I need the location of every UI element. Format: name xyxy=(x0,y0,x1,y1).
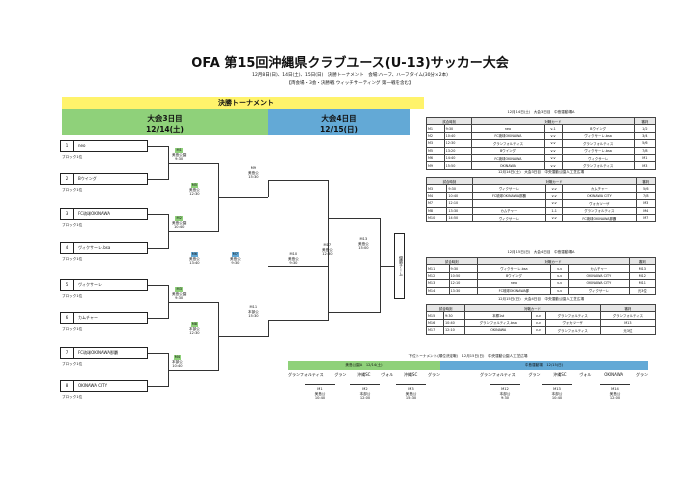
team-block: ブロック1位 xyxy=(62,294,83,298)
bracket-banner: 決勝トーナメント xyxy=(62,97,424,109)
day4-label: 大会4日目 xyxy=(321,114,357,123)
team-block: ブロック1位 xyxy=(62,257,83,261)
schedule-caption: 12月15日(日) 大会4日目 中央運動公園人工芝広場 xyxy=(497,297,585,301)
lower-right-header: 中島運動場 12/15(日) xyxy=(440,361,648,370)
day3-date: 12/14(土) xyxy=(146,125,184,134)
page-subtitle: 12月8日(日)、14日(土)、15日(日) 決勝トーナメント 会場:ハーフ、ハ… xyxy=(252,73,448,78)
team-block: ブロック1位 xyxy=(62,188,83,192)
lower-left-header: 美島公園A 12/14(土) xyxy=(288,361,440,370)
schedule-caption: 12月15日(日) 大会4日目 中島運動場A xyxy=(507,250,575,254)
team-block: ブロック1位 xyxy=(62,327,83,331)
page-note: 【両会場・3会・決勝戦 ウィッチサーティング 第一戦を含む】 xyxy=(286,81,414,86)
team-block: ブロック1位 xyxy=(62,223,83,227)
schedule-caption: 12月14日(土) 大会3日目 中央運動公園人工芝広場 xyxy=(497,170,585,174)
champion-box: 優勝チーム xyxy=(394,233,405,299)
team-block: ブロック1位 xyxy=(62,395,83,399)
page-title: OFA 第15回沖縄県クラブユース(U-13)サッカー大会 xyxy=(191,56,509,71)
day4-date: 12/15(日) xyxy=(320,125,358,134)
team-block: ブロック1位 xyxy=(62,155,83,159)
day4-header: 大会4日目 12/15(日) xyxy=(268,109,410,135)
day3-label: 大会3日目 xyxy=(147,114,183,123)
day3-header: 大会3日目 12/14(土) xyxy=(62,109,268,135)
team-block: ブロック1位 xyxy=(62,362,83,366)
lower-caption: 下位トーナメント(順位決定戦) 12月15日(日) 中央運動公園人工芝広場 xyxy=(408,354,528,358)
schedule-caption: 12月14日(土) 大会3日目 中島運動場A xyxy=(507,110,575,114)
